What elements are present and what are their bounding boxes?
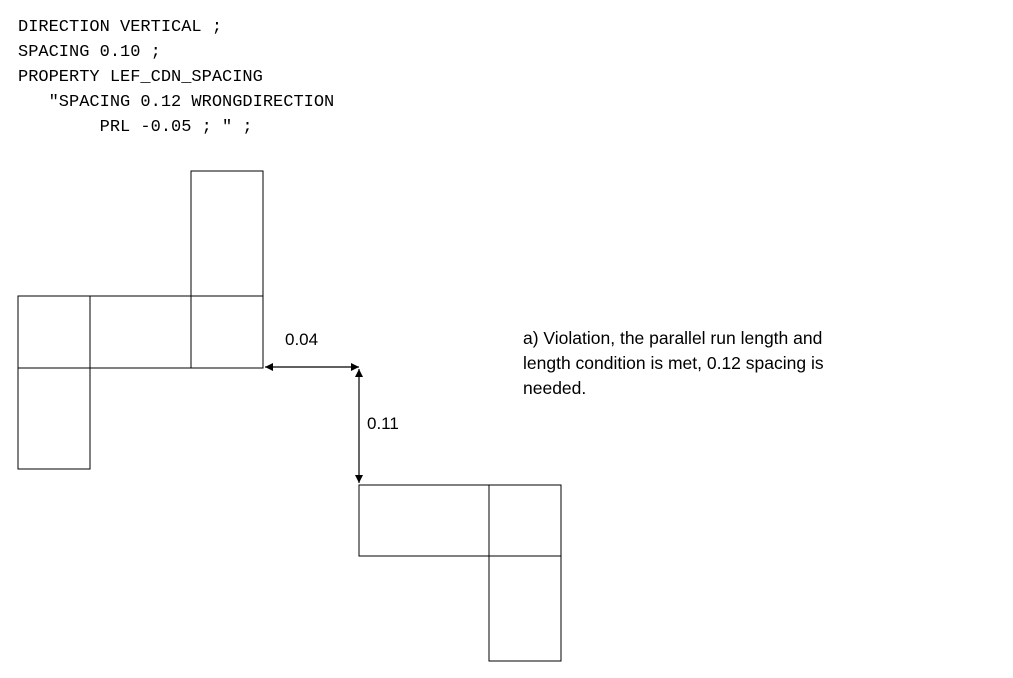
code-line-spacing-rule: "SPACING 0.12 WRONGDIRECTION [18,93,335,112]
shape-cell [17,367,91,470]
caption-line: length condition is met, 0.12 spacing is [523,353,824,373]
shape-cell [488,484,562,557]
caption-line: a) Violation, the parallel run length an… [523,328,823,348]
shape-cell [17,295,91,369]
lef-code-block: DIRECTION VERTICAL ; SPACING 0.10 ; PROPER… [18,15,334,140]
vertical-dimension-label: 0.11 [367,414,399,433]
shape-cell [488,555,562,662]
shape-cell [190,295,264,369]
code-line-direction: DIRECTION VERTICAL ; [18,18,223,37]
upper-left-shape [17,170,264,470]
caption-line: needed. [523,378,587,398]
shape-cell [190,170,264,297]
shape-cell [89,295,192,369]
code-line-property: PROPERTY LEF_CDN_SPACING [18,68,263,87]
code-line-prl: PRL -0.05 ; " ; [18,118,253,137]
horizontal-dimension-label: 0.04 [285,330,318,349]
shape-cell [358,484,490,557]
code-line-spacing: SPACING 0.10 ; [18,43,161,62]
caption: a) Violation, the parallel run length an… [523,326,923,401]
lower-right-shape [358,484,562,662]
